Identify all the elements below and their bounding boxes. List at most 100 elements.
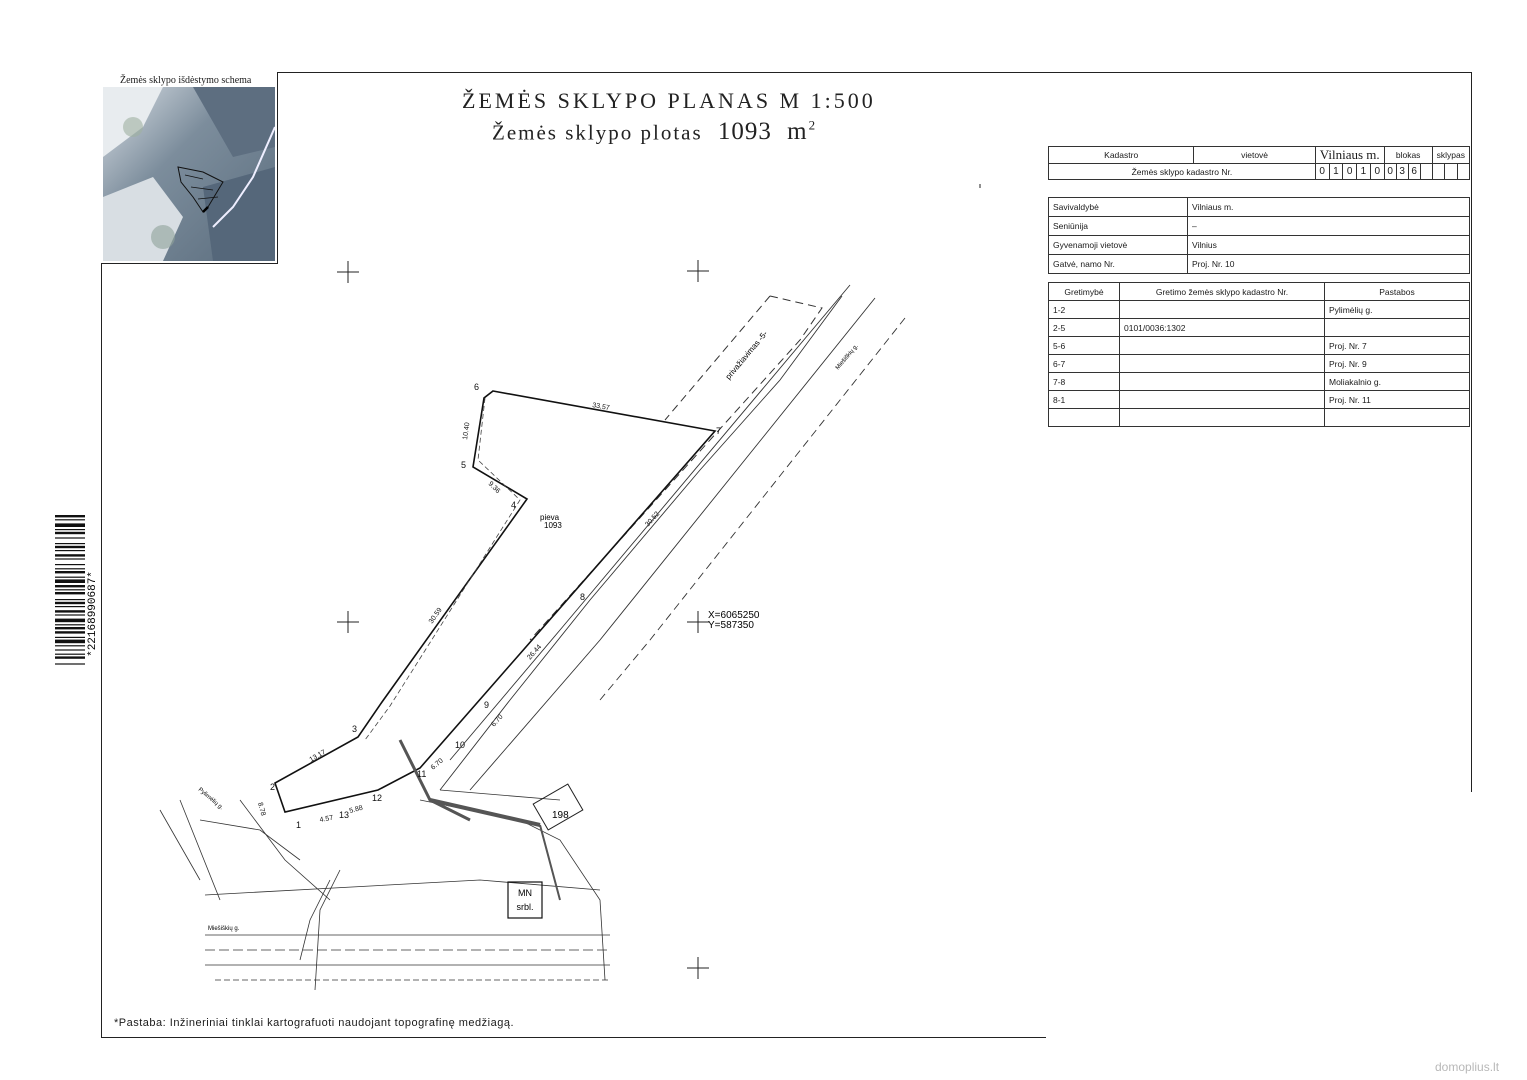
point-label: 6 [474,382,479,392]
dimension-label: 13.17 [309,749,328,764]
barcode-bar [55,645,85,647]
barcode-bar [55,585,85,588]
point-label: 10 [455,740,465,750]
barcode-bar [55,610,85,613]
dimension-label: 5.88 [349,805,364,815]
point-label: 8 [580,592,585,602]
utility-pipes [398,739,561,901]
parcel-boundary [274,390,717,813]
dimension-label: 33.57 [592,402,611,412]
parcel-area-label: 1093 [544,521,562,530]
barcode-bar [55,576,85,578]
dimension-labels: 33.57 10.40 9.36 30.52 30.59 13.17 8.78 … [256,402,661,824]
road-label: Pylimėlių g. [197,787,225,812]
barcode-bar [55,537,85,539]
grid-crosses [337,184,981,979]
barcode-bar [55,529,85,531]
barcode-bar [55,523,85,527]
location-scheme-label: Žemės sklypo išdėstymo schema [120,75,252,86]
parcel-use-label: pieva [540,513,560,522]
barcode-bar [55,558,85,560]
dimension-label: 30.59 [428,607,444,625]
building [507,881,543,919]
point-label: 3 [352,724,357,734]
adjacency-table: Gretimybė Gretimo žemės sklypo kadastro … [1048,282,1470,427]
point-label: 2 [270,782,275,792]
barcode-bar [55,624,85,626]
dimension-label: 6.70 [430,757,445,771]
point-label: 13 [339,810,349,820]
barcode-bar [55,656,85,659]
footnote: *Pastaba: Inžineriniai tinklai kartograf… [114,1017,515,1029]
frame-bottom [101,1037,1046,1038]
barcode-bar [55,531,85,535]
building-label: srbl. [516,902,533,912]
area-unit: m2 [787,118,818,146]
barcode-bar [55,618,85,623]
point-label: 11 [417,769,426,779]
cadastre-table: Kadastro vietovė Vilniaus m. blokas skly… [1047,146,1471,180]
location-scheme-box [101,73,278,264]
barcode-bar [55,599,85,601]
point-label: 7 [716,426,721,436]
barcode-bar [55,639,85,644]
barcode-bar [55,627,85,630]
cadastre-digit [1456,163,1471,180]
barcode-bar [55,663,85,665]
location-aerial-image [103,87,275,261]
dimension-label: 10.40 [462,422,471,440]
area-prefix: Žemės sklypo plotas [492,120,703,145]
dimension-label: 4.57 [319,815,334,824]
road-label: Miešiškių g. [208,926,240,932]
barcode-bar [55,601,85,605]
barcode-bar [55,568,85,570]
barcode-bar [55,515,85,518]
road-label: Miešiškių g. [835,343,860,371]
access-road [529,295,823,641]
address-value: Proj. Nr. 10 [1187,254,1470,274]
dimension-label: 8.78 [256,802,266,817]
cadastre-nr-label: Žemės sklypo kadastro Nr. [1048,163,1316,180]
barcode-bar [55,579,85,583]
barcode-bar [55,543,85,545]
sklypas-label: sklypas [1431,146,1471,164]
barcode-bar [55,653,85,655]
point-label: 9 [484,700,489,710]
cadastre-digit: 1 [1356,163,1371,180]
barcode-bar [55,519,85,521]
barcode-text: *22168990687* [87,571,99,657]
barcode-bar [55,631,85,634]
street-lines [439,284,906,791]
coord-y: Y=587350 [708,620,754,631]
point-label: 1 [296,820,301,830]
barcode-bar [55,564,85,566]
mark-198: 198 [552,810,569,821]
barcode-bar [55,649,85,651]
frame-top [277,72,1472,73]
barcode-bar [55,554,85,557]
barcode-bar [55,606,85,608]
point-label: 4 [511,500,516,510]
area-title: Žemės sklypo plotas 1093 m2 [492,118,817,146]
point-label: 12 [372,793,382,803]
coord-x: X=6065250 [708,610,760,621]
area-value: 1093 [717,118,772,146]
plan-title: ŽEMĖS SKLYPO PLANAS M 1:500 [462,88,876,113]
barcode-bar [55,636,85,638]
barcode-bar [55,550,85,552]
frame-left [101,263,102,1038]
dimension-label: 6.70 [490,713,504,728]
adjacency-row [1048,408,1470,427]
barcode-bar [55,589,85,591]
barcode-bar [55,592,85,595]
barcode-bar [55,545,85,549]
watermark-logo: domoplius.lt [1435,1060,1500,1074]
frame-right [1471,72,1472,792]
barcode: *22168990687* [55,515,99,665]
road-label: privažiavimas -5- [724,329,770,381]
barcode-bar [55,614,85,616]
building-label: MN [518,888,532,898]
barcode-bar [55,571,85,574]
